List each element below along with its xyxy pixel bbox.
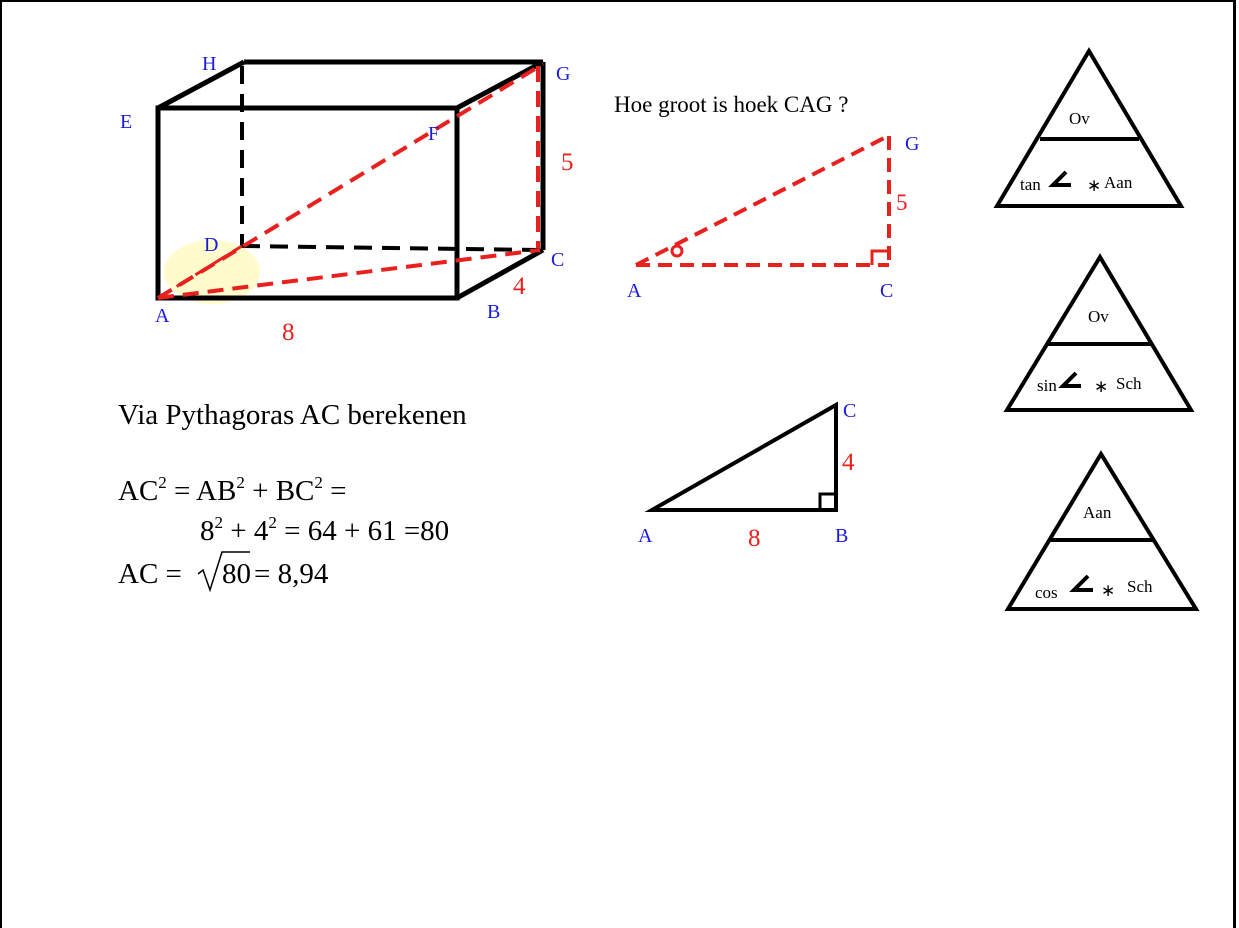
- tri-acg-label-A: A: [627, 280, 642, 302]
- length-label-AB: 8: [282, 319, 295, 346]
- tri-abc-label-B: B: [835, 525, 848, 547]
- hidden-edge-AD: [157, 244, 243, 300]
- tri-abc-len-BC: 4: [842, 449, 855, 476]
- triangle-acg: A C G 5: [627, 133, 919, 302]
- angle-symbol-icon: [1058, 371, 1081, 388]
- angle-symbol-icon: [1048, 170, 1071, 187]
- vertex-label-H: H: [202, 53, 216, 75]
- tan-triangle-outline: [993, 47, 1185, 208]
- cos-top-label: Aan: [1083, 503, 1112, 522]
- pythagoras-line-1: AC2 = AB2 + BC2 =: [118, 473, 347, 507]
- pythagoras-line-2: 82 + 42 = 64 + 61 =80: [200, 513, 449, 547]
- edge-BC: [455, 247, 545, 301]
- sin-multiply-label: ∗: [1094, 377, 1108, 396]
- tri-abc-label-A: A: [638, 525, 653, 547]
- length-label-CG: 5: [561, 149, 574, 176]
- cuboid-drawing: H E G F D C A B 5 4 8: [120, 53, 574, 346]
- tan-top-label: Ov: [1069, 109, 1090, 128]
- sin-right-label: Sch: [1116, 374, 1142, 393]
- cos-right-label: Sch: [1127, 577, 1153, 596]
- sin-triangle-outline: [1003, 253, 1195, 412]
- tri-abc-shape: [644, 401, 838, 512]
- right-angle-mark-C: [870, 249, 888, 265]
- pythagoras-line-3: AC = 80 = 8,94: [118, 551, 329, 593]
- edge-FG: [455, 59, 545, 111]
- angle-symbol-icon: [1069, 574, 1093, 592]
- angle-mark-A: [670, 244, 684, 258]
- cos-triangle-outline: [1004, 450, 1200, 611]
- diagonal-AC: [157, 248, 541, 300]
- tri-acg-len-CG: 5: [896, 190, 908, 215]
- diagonal-AG: [156, 62, 545, 300]
- cos-func-label: cos: [1035, 583, 1058, 602]
- vertex-label-A: A: [155, 305, 170, 327]
- vertex-label-G: G: [556, 63, 570, 85]
- vertex-label-E: E: [120, 111, 132, 133]
- sqrt-sign: [197, 551, 250, 593]
- edge-EH: [156, 59, 246, 111]
- tan-func-label: tan: [1020, 175, 1041, 194]
- line3-radicand: 80: [222, 558, 251, 590]
- vertex-label-F: F: [428, 123, 439, 145]
- pythagoras-heading: Via Pythagoras AC berekenen: [118, 399, 467, 431]
- vertex-label-B: B: [487, 301, 500, 323]
- tri-acg-label-C: C: [880, 280, 893, 302]
- question-text: Hoe groot is hoek CAG ?: [614, 92, 848, 117]
- line3-lhs: AC =: [118, 558, 182, 590]
- sohcahtoa-sin: Ov sin ∗ Sch: [1003, 253, 1195, 412]
- hidden-edge-DC: [241, 244, 541, 252]
- cuboid-front-face: [155, 105, 460, 301]
- length-label-BC: 4: [513, 273, 526, 300]
- triangle-abc: A B C 8 4: [638, 400, 856, 552]
- sin-top-label: Ov: [1088, 307, 1109, 326]
- tri-acg-label-G: G: [905, 133, 919, 155]
- vertex-label-C: C: [551, 249, 564, 271]
- cos-multiply-label: ∗: [1101, 581, 1115, 600]
- sin-func-label: sin: [1037, 376, 1057, 395]
- sohcahtoa-cos: Aan cos ∗ Sch: [1004, 450, 1200, 611]
- tri-abc-len-AB: 8: [748, 525, 761, 552]
- tri-abc-label-C: C: [843, 400, 856, 422]
- line3-result: = 8,94: [254, 558, 329, 590]
- right-angle-mark-B: [818, 492, 838, 512]
- tan-right-label: Aan: [1104, 173, 1133, 192]
- sohcahtoa-tan: Ov tan ∗ Aan: [993, 47, 1185, 208]
- tri-acg-AG: [635, 134, 889, 267]
- tan-multiply-label: ∗: [1087, 176, 1101, 195]
- vertex-label-D: D: [204, 234, 218, 256]
